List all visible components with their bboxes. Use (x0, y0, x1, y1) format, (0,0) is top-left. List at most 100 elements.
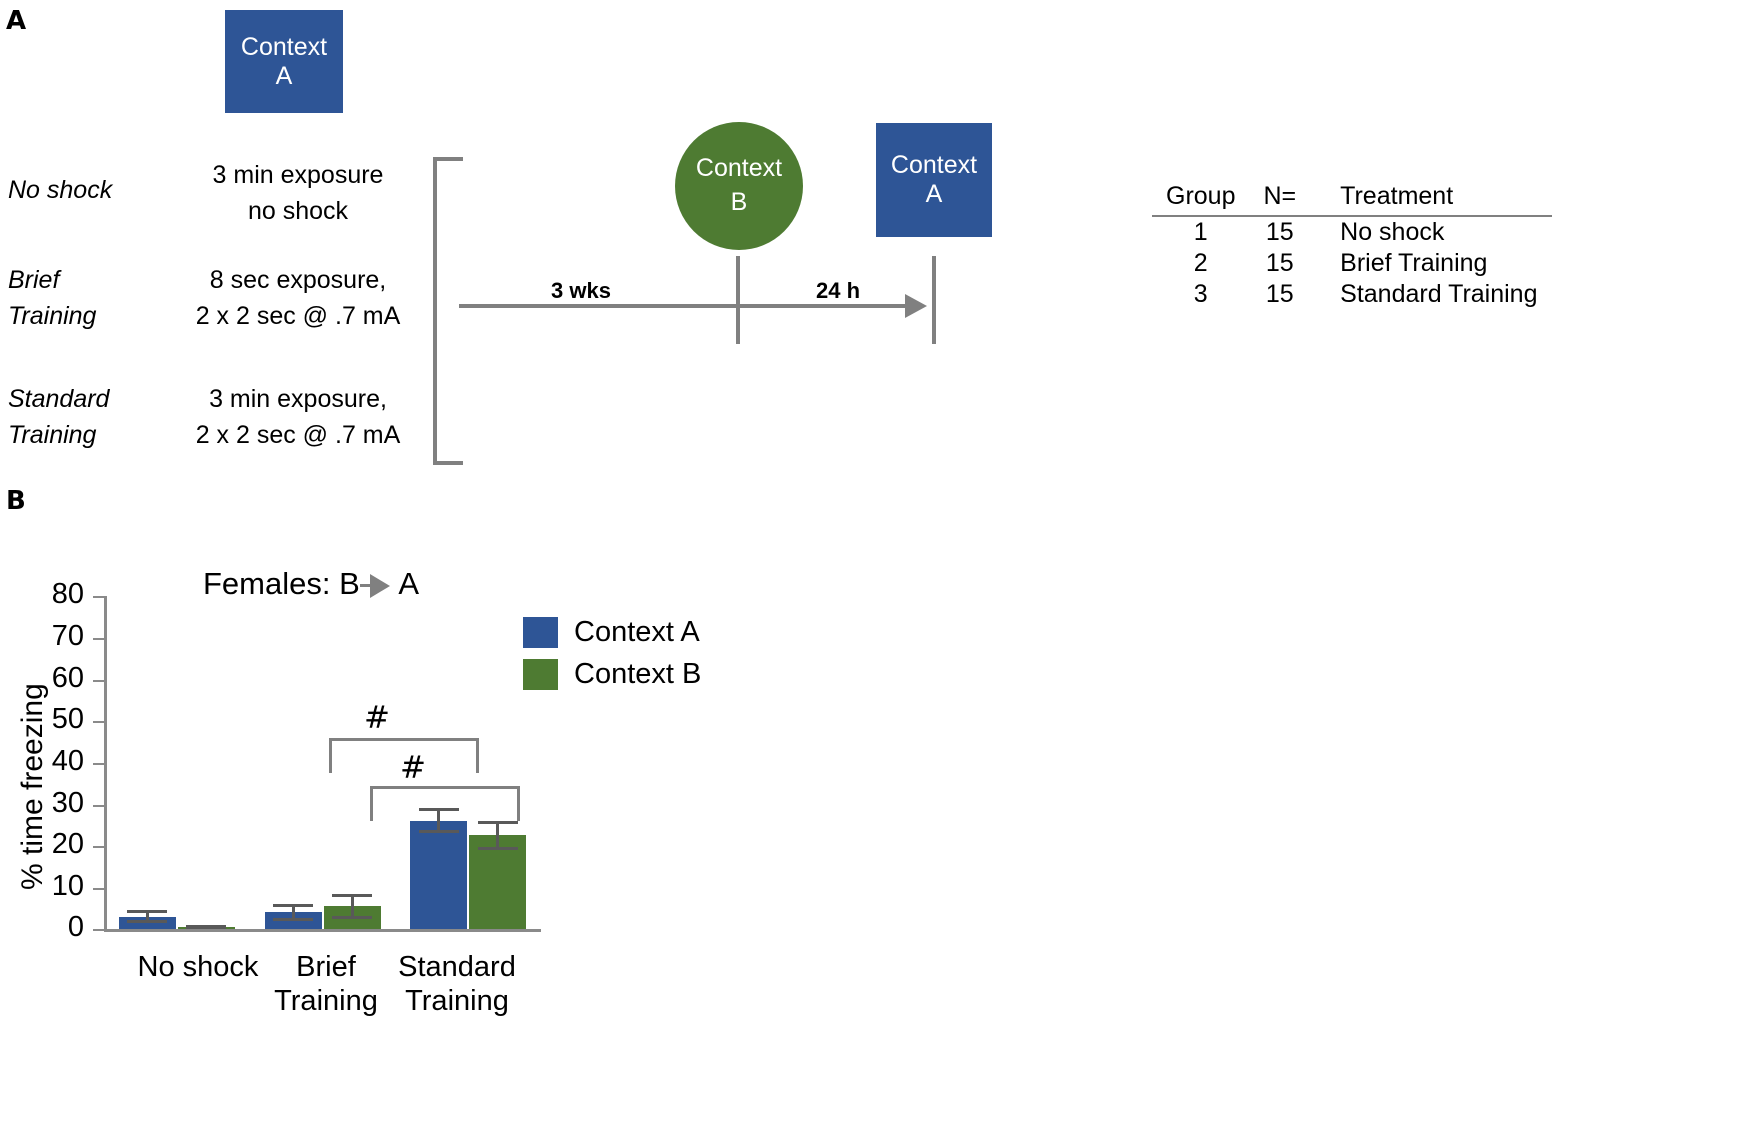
bar-brief-training-context-b (323, 906, 381, 929)
bar-standard-training-context-a (410, 820, 468, 929)
y-tick-mark-0 (93, 929, 104, 931)
table-body: 1 15 No shock 2 15 Brief Training 3 15 S… (1152, 216, 1552, 310)
context-a-top-label-line2: A (275, 61, 293, 90)
error-bar-stem (291, 904, 295, 921)
y-axis-line (104, 596, 107, 931)
legend-item-context-a: Context A (523, 616, 701, 649)
error-bar (273, 904, 313, 921)
significance-mark-2: # (400, 750, 426, 786)
x-category-label-no-shock: No shock (110, 950, 286, 984)
timeline-tick-context-b (736, 256, 740, 344)
error-bar (186, 925, 227, 929)
error-bar (418, 808, 459, 834)
error-bar-stem (496, 820, 500, 850)
group-label-brief-training: Brief Training (8, 262, 188, 335)
chart-title-text: Females: B (203, 566, 360, 601)
table-row: 3 15 Standard Training (1152, 279, 1552, 310)
x-category-label-standard-training: Standard Training (377, 950, 537, 1018)
legend-label-context-b: Context B (574, 658, 702, 690)
chart-title-suffix: A (398, 566, 420, 601)
table-header-row: Group N= Treatment (1152, 182, 1552, 216)
bar-brief-training-context-a (264, 912, 322, 929)
chart-legend: Context A Context B (523, 616, 701, 700)
table-cell-n: 15 (1265, 280, 1294, 308)
x-cat-brief-line1: Brief (296, 951, 356, 983)
table-cell-treatment: No shock (1340, 218, 1445, 246)
error-bar (127, 910, 168, 923)
significance-bracket-1 (329, 738, 479, 773)
context-b-label-line1: Context (695, 154, 783, 183)
table-cell-treatment: Brief Training (1340, 249, 1488, 277)
group-desc-no-shock-line1: 3 min exposure (212, 161, 384, 189)
group-label-standard-line1: Standard (8, 385, 110, 413)
error-bar-stem (350, 893, 354, 919)
group-desc-brief-line1: 8 sec exposure, (209, 266, 387, 294)
panel-b-letter: B (6, 486, 26, 516)
context-b-label-line2: B (730, 188, 748, 216)
timeline-axis (459, 304, 919, 308)
legend-swatch-context-b (523, 659, 558, 690)
x-cat-standard-line1: Standard (398, 951, 516, 983)
bar-standard-training-context-b (469, 835, 527, 929)
error-bar-cap-top (186, 925, 227, 929)
error-bar-stem (145, 910, 149, 923)
group-desc-standard-line2: 2 x 2 sec @ .7 mA (195, 421, 401, 450)
group-label-brief-line1: Brief (8, 266, 60, 294)
group-label-no-shock: No shock (8, 176, 113, 204)
table-row: 1 15 No shock (1152, 216, 1552, 248)
panel-a-letter: A (6, 6, 27, 36)
y-tick-mark-80 (93, 596, 104, 598)
table-header-n: N= (1263, 182, 1297, 210)
y-tick-mark-50 (93, 721, 104, 723)
y-axis-title: % time freezing (16, 683, 49, 890)
error-bar-cap-top (477, 820, 518, 824)
error-bar-cap-bottom (186, 925, 227, 929)
y-tick-mark-70 (93, 638, 104, 640)
bar-no-shock-context-b (177, 926, 235, 929)
y-tick-mark-20 (93, 846, 104, 848)
legend-swatch-context-a (523, 617, 558, 648)
context-a-square-end: Context A (876, 123, 992, 237)
error-bar-cap-top (332, 893, 372, 897)
bar-no-shock-context-a (118, 916, 176, 929)
context-a-top-label-line1: Context (240, 32, 328, 61)
group-desc-standard-line1: 3 min exposure, (209, 385, 387, 413)
group-desc-standard-training: 3 min exposure, 2 x 2 sec @ .7 mA (170, 381, 426, 454)
context-b-circle: Context B (675, 122, 803, 250)
timeline-arrowhead-icon (905, 294, 927, 318)
context-a-square-top: Context A (225, 10, 343, 113)
group-desc-no-shock-line2: no shock (247, 197, 349, 226)
context-a-end-label-line1: Context (890, 151, 978, 180)
x-cat-brief-line2: Training (274, 985, 378, 1018)
y-tick-label-0: 0 (67, 911, 84, 943)
table-header-group: Group (1166, 182, 1236, 210)
significance-bracket-2 (370, 786, 520, 821)
error-bar (477, 820, 518, 850)
table-cell-n: 15 (1265, 218, 1294, 246)
y-tick-mark-10 (93, 888, 104, 890)
error-bar-stem (204, 925, 208, 929)
group-desc-brief-line2: 2 x 2 sec @ .7 mA (195, 302, 401, 331)
table-cell-group: 1 (1193, 218, 1208, 246)
error-bar-cap-bottom (332, 915, 372, 919)
error-bar-cap-top (127, 910, 168, 914)
error-bar-cap-bottom (477, 846, 518, 850)
x-category-label-brief-training: Brief Training (256, 950, 396, 1018)
y-tick-mark-40 (93, 763, 104, 765)
x-axis-line (104, 929, 541, 932)
legend-item-context-b: Context B (523, 658, 701, 691)
significance-mark-1: # (364, 700, 390, 736)
group-bracket (433, 157, 463, 465)
error-bar (332, 893, 372, 919)
y-tick-mark-60 (93, 680, 104, 682)
arrow-right-icon (369, 573, 390, 598)
table-row: 2 15 Brief Training (1152, 248, 1552, 279)
table-cell-treatment: Standard Training (1340, 280, 1538, 308)
error-bar-cap-top (273, 904, 313, 908)
group-label-standard-line2: Training (8, 421, 97, 450)
group-label-brief-line2: Training (8, 302, 97, 331)
error-bar-cap-bottom (273, 917, 313, 921)
y-tick-label-70: 70 (51, 620, 84, 652)
chart-title: Females: B A (203, 566, 419, 602)
table-cell-group: 2 (1193, 249, 1208, 277)
